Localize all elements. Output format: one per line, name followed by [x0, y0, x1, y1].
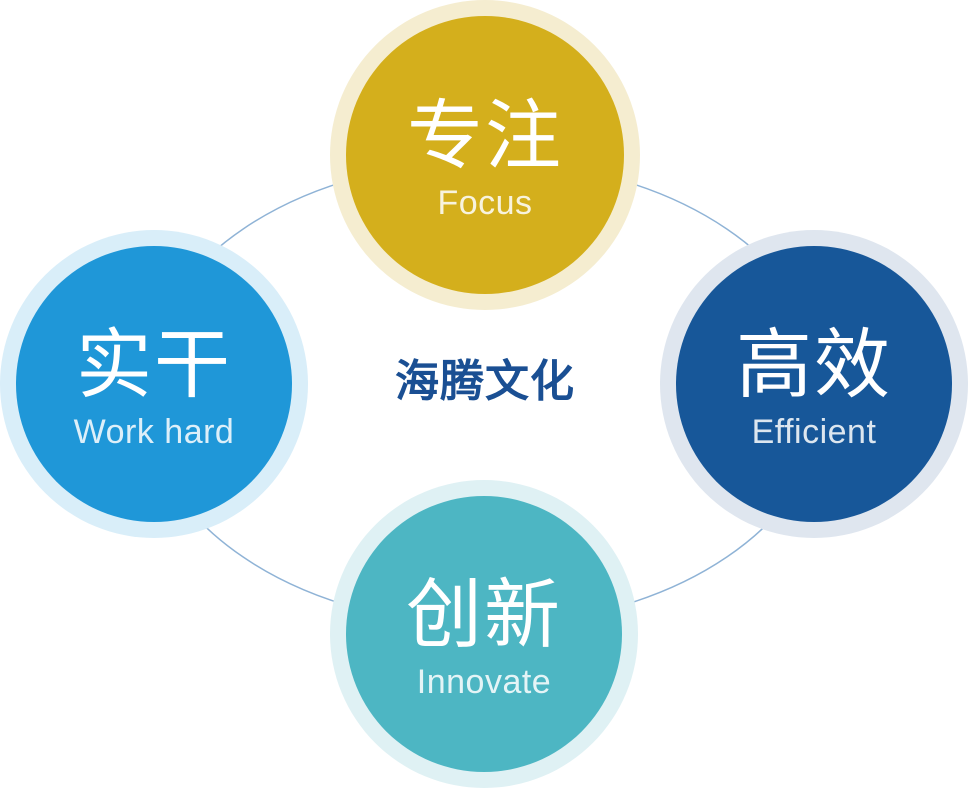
work-hard-label-en: Work hard [73, 413, 235, 451]
efficient-label-en: Efficient [751, 413, 877, 451]
innovate-label-zh: 创新 [406, 570, 562, 659]
work-hard-circle: 实干 Work hard [16, 246, 292, 522]
center-title: 海腾文化 [395, 356, 575, 407]
focus-label-zh: 专注 [407, 91, 563, 180]
focus-circle: 专注 Focus [346, 16, 624, 294]
efficient-circle: 高效 Efficient [676, 246, 952, 522]
work-hard-label-zh: 实干 [76, 320, 232, 409]
efficient-label-zh: 高效 [736, 320, 892, 409]
innovate-circle: 创新 Innovate [346, 496, 622, 772]
focus-label-en: Focus [437, 184, 533, 222]
innovate-label-en: Innovate [416, 663, 552, 701]
